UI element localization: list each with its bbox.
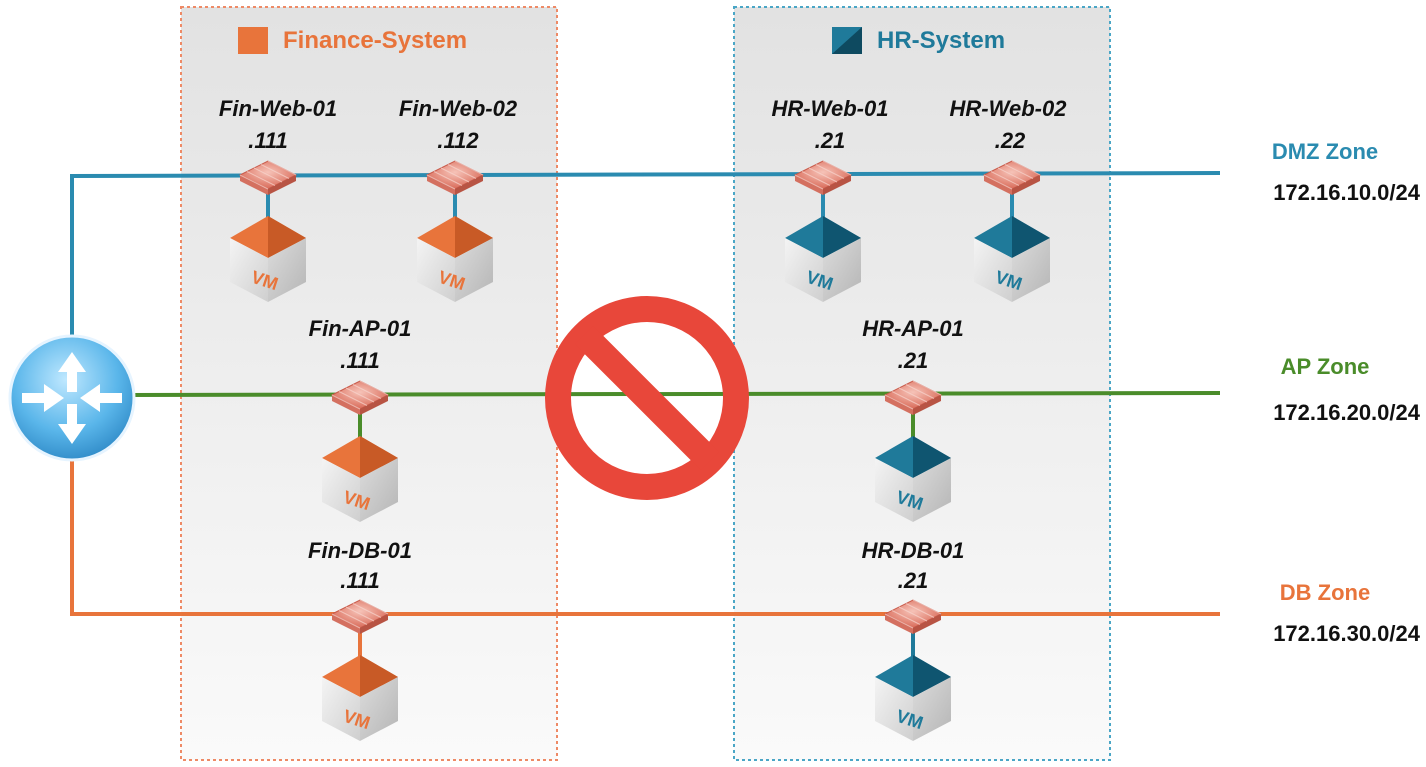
hr-web-02-name: HR-Web-02 (949, 96, 1067, 121)
fin-db-01-vm-icon: VM (322, 655, 398, 741)
fin-web-01-vm-icon: VM (230, 216, 306, 302)
hr-web-01-ip: .21 (814, 128, 846, 153)
hr-system-box (733, 6, 1111, 761)
fin-db-01-ip: .111 (340, 568, 380, 593)
dmz-zone-cidr: 172.16.10.0/24 (1273, 180, 1420, 205)
fin-web-02-ip: .112 (437, 128, 479, 153)
hr-system-icon (832, 27, 862, 54)
hr-web-02-vm-icon: VM (974, 216, 1050, 302)
fin-web-01-name: Fin-Web-01 (218, 96, 338, 121)
fin-web-01-ip: .111 (248, 128, 288, 153)
hr-ap-01-firewall-icon (883, 380, 943, 415)
ap-zone-cidr: 172.16.20.0/24 (1273, 400, 1420, 425)
hr-system-title: HR-System (877, 27, 1006, 54)
db-zone-name: DB Zone (1279, 580, 1371, 605)
fin-web-02-name: Fin-Web-02 (398, 96, 518, 121)
finance-system-title: Finance-System (283, 27, 468, 54)
finance-system-icon (238, 27, 268, 54)
dmz-zone-name: DMZ Zone (1271, 139, 1379, 164)
hr-ap-01-name: HR-AP-01 (862, 316, 964, 341)
hr-db-01-vm-icon: VM (875, 655, 951, 741)
fin-ap-01-ip: .111 (340, 348, 380, 373)
fin-ap-01-name: Fin-AP-01 (308, 316, 412, 341)
fin-web-01-firewall-icon (238, 160, 298, 195)
fin-ap-01-firewall-icon (330, 380, 390, 415)
hr-web-02-firewall-icon (982, 160, 1042, 195)
hr-db-01-name: HR-DB-01 (861, 538, 965, 563)
db-zone-cidr: 172.16.30.0/24 (1273, 621, 1420, 646)
fin-ap-01-vm-icon: VM (322, 436, 398, 522)
hr-ap-01-ip: .21 (897, 348, 929, 373)
fin-web-02-firewall-icon (425, 160, 485, 195)
db-zone-line (70, 460, 1220, 616)
prohibited-icon (545, 296, 749, 500)
fin-db-01-firewall-icon (330, 599, 390, 634)
hr-web-01-vm-icon: VM (785, 216, 861, 302)
fin-web-02-vm-icon: VM (417, 216, 493, 302)
hr-web-02-ip: .22 (994, 128, 1026, 153)
ap-zone-name: AP Zone (1280, 354, 1370, 379)
hr-ap-01-vm-icon: VM (875, 436, 951, 522)
hr-web-01-firewall-icon (793, 160, 853, 195)
hr-db-01-firewall-icon (883, 599, 943, 634)
hr-db-01-ip: .21 (897, 568, 929, 593)
finance-system-box (180, 6, 558, 761)
hr-web-01-name: HR-Web-01 (771, 96, 889, 121)
fin-db-01-name: Fin-DB-01 (308, 538, 412, 563)
router-icon (8, 334, 136, 462)
ap-zone-line (119, 391, 1221, 397)
